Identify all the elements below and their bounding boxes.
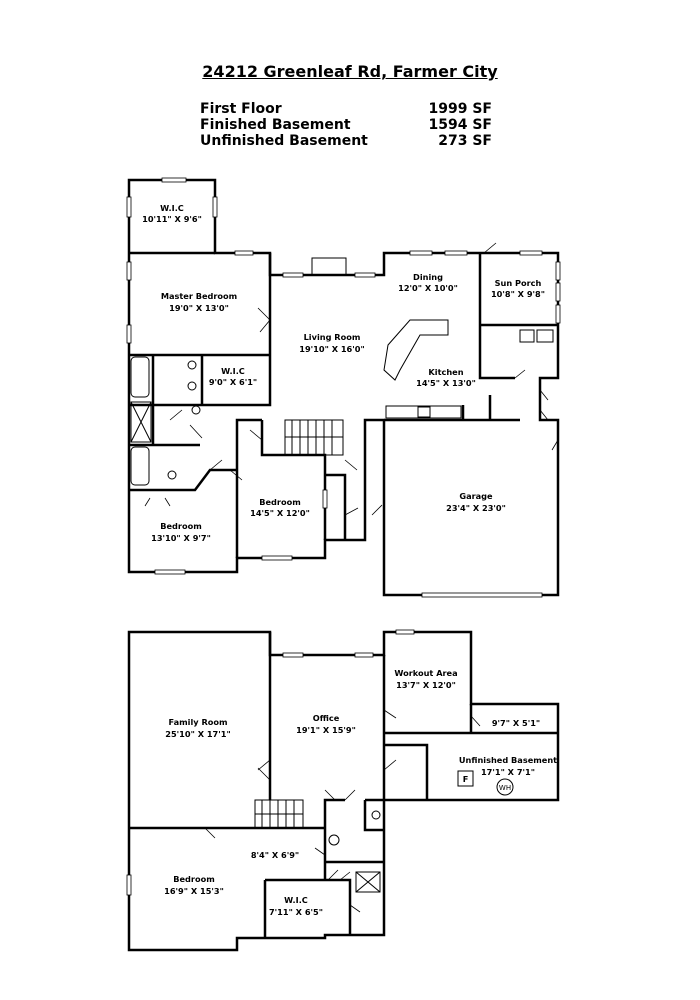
sink xyxy=(371,810,381,820)
room-name: Master Bedroom xyxy=(161,291,237,301)
room-dim: 17'1" X 7'1" xyxy=(481,767,535,777)
room-dim: 9'7" X 5'1" xyxy=(492,718,540,728)
room-dim: 23'4" X 23'0" xyxy=(446,503,506,513)
room-name: Dining xyxy=(413,272,443,282)
shower xyxy=(130,401,152,443)
basement-doors xyxy=(204,709,481,913)
bathtub xyxy=(130,446,150,486)
basement-interior-walls xyxy=(129,632,558,938)
first-floor-windows xyxy=(126,177,561,598)
room-dim: 13'10" X 9'7" xyxy=(151,533,211,543)
room-dim: 12'0" X 10'0" xyxy=(398,283,458,293)
basement-outer-wall xyxy=(127,630,560,952)
room-name: Bedroom xyxy=(160,521,201,531)
room-name: Unfinished Basement xyxy=(459,755,557,765)
furnace-symbol xyxy=(457,770,474,787)
room-name: Workout Area xyxy=(394,668,457,678)
room-dim: 16'9" X 15'3" xyxy=(164,886,224,896)
room-dim: 19'1" X 15'9" xyxy=(296,725,356,735)
first-floor-plan: W.I.C 10'11" X 9'6" Master Bedroom 19'0"… xyxy=(126,177,561,598)
furnace-label: F xyxy=(463,774,469,784)
sink xyxy=(519,329,535,343)
room-dim: 19'10" X 16'0" xyxy=(299,344,364,354)
sink xyxy=(167,470,177,480)
basement-stairs xyxy=(254,799,304,829)
first-floor-stairs xyxy=(284,419,344,456)
room-name: W.I.C xyxy=(160,203,184,213)
appliance xyxy=(536,329,554,343)
area-label: Finished Basement xyxy=(200,117,351,133)
basement-windows xyxy=(126,629,415,896)
toilet xyxy=(328,834,340,846)
sink xyxy=(187,360,197,370)
toilet xyxy=(191,405,201,415)
room-dim: 7'11" X 6'5" xyxy=(269,907,323,917)
basement-plan: F WH Family Room 25'10" X 17'1" Office 1… xyxy=(126,629,560,952)
room-name: Kitchen xyxy=(428,367,463,377)
fireplace xyxy=(311,257,347,276)
room-name: Sun Porch xyxy=(495,278,542,288)
room-name: Living Room xyxy=(304,332,361,342)
room-dim: 10'11" X 9'6" xyxy=(142,214,202,224)
room-name: Garage xyxy=(459,491,493,501)
first-floor-interior-walls xyxy=(129,251,558,558)
property-address: 24212 Greenleaf Rd, Farmer City xyxy=(202,62,498,81)
area-value: 1999 SF xyxy=(428,101,493,117)
room-name: W.I.C xyxy=(284,895,308,905)
bathtub xyxy=(130,356,150,398)
room-name: W.I.C xyxy=(221,366,245,376)
kitchen-island xyxy=(383,319,449,381)
shower xyxy=(355,871,381,893)
water-heater-symbol xyxy=(496,778,514,796)
area-label: Unfinished Basement xyxy=(200,133,368,149)
room-dim: 10'8" X 9'8" xyxy=(491,289,545,299)
kitchen-counter xyxy=(385,405,462,419)
room-name: Bedroom xyxy=(259,497,300,507)
area-value: 273 SF xyxy=(438,133,492,149)
room-name: Family Room xyxy=(168,717,227,727)
room-dim: 9'0" X 6'1" xyxy=(209,377,257,387)
area-value: 1594 SF xyxy=(428,117,493,133)
room-dim: 8'4" X 6'9" xyxy=(251,850,299,860)
room-dim: 25'10" X 17'1" xyxy=(165,729,230,739)
room-dim: 14'5" X 13'0" xyxy=(416,378,476,388)
water-heater-label: WH xyxy=(499,784,511,792)
room-dim: 14'5" X 12'0" xyxy=(250,508,310,518)
room-dim: 13'7" X 12'0" xyxy=(396,680,456,690)
first-floor-doors xyxy=(144,242,559,516)
room-name: Office xyxy=(313,713,340,723)
area-label: First Floor xyxy=(200,101,282,117)
room-dim: 19'0" X 13'0" xyxy=(169,303,229,313)
sink xyxy=(187,381,197,391)
room-name: Bedroom xyxy=(173,874,214,884)
stove xyxy=(417,406,431,418)
